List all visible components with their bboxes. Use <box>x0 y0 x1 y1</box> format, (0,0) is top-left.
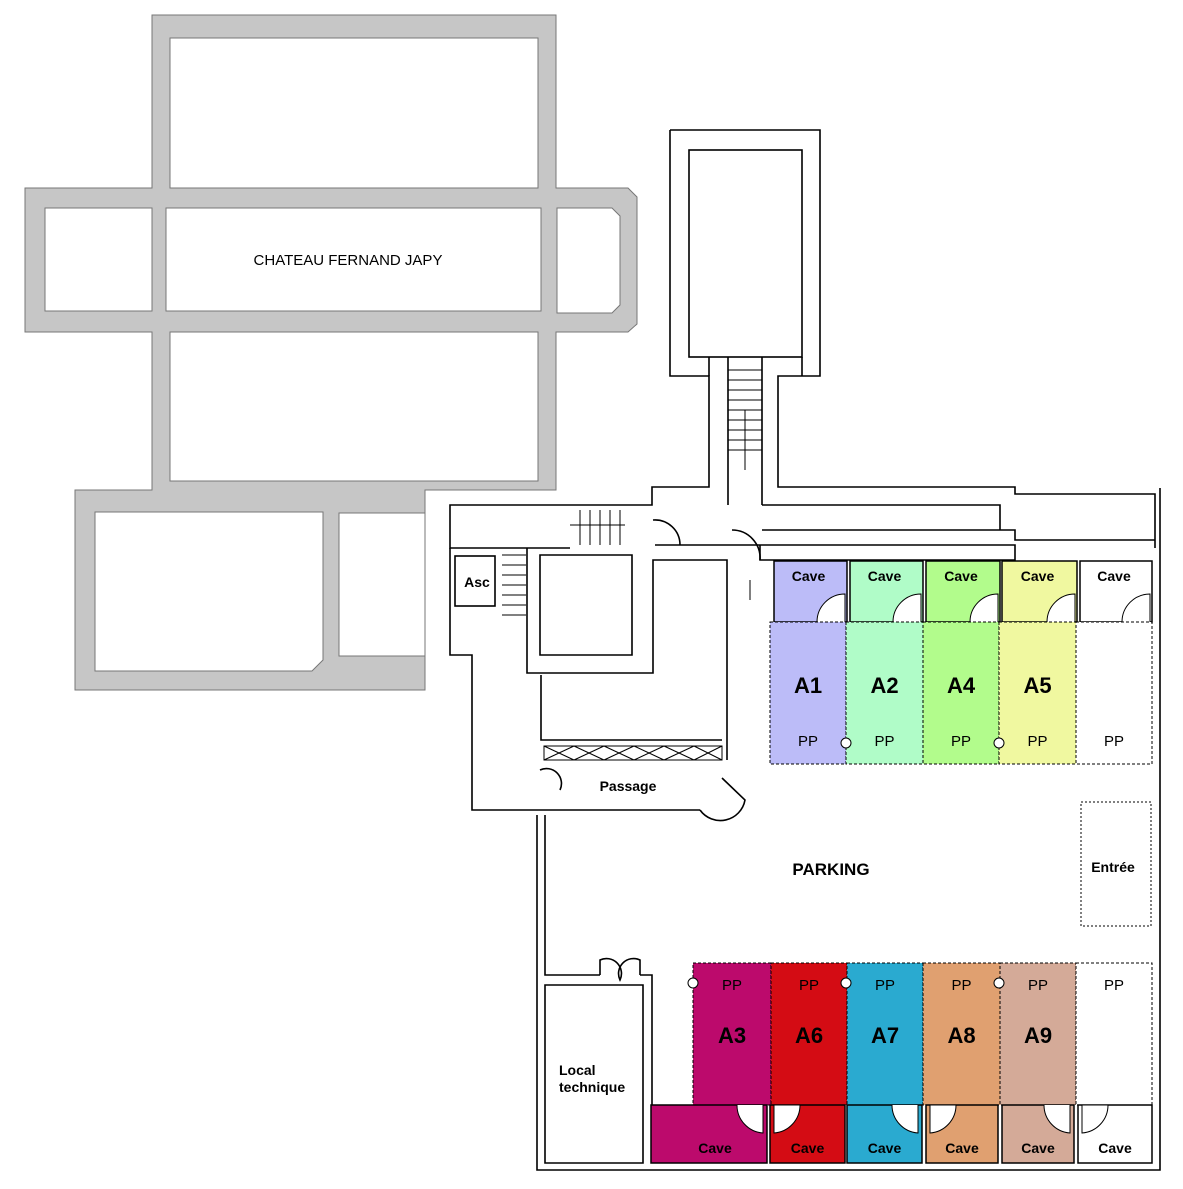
door-icon <box>773 1104 801 1134</box>
parking-slot-A1[interactable] <box>769 621 847 765</box>
cave-label: Cave <box>945 1140 979 1156</box>
cave-label: Cave <box>1097 568 1131 584</box>
passage-grille <box>543 745 723 761</box>
slot-label: A7 <box>871 1023 899 1048</box>
door-icon <box>892 593 922 623</box>
slot-label: A9 <box>1024 1023 1052 1048</box>
slot-label: A5 <box>1023 673 1051 698</box>
slot-label: A3 <box>718 1023 746 1048</box>
door-icon <box>816 593 846 623</box>
pp-label: PP <box>1027 733 1047 750</box>
cave-label: Cave <box>1021 568 1055 584</box>
door-icon <box>1081 1104 1109 1134</box>
cave-label: Cave <box>944 568 978 584</box>
cave-label: Cave <box>791 1140 825 1156</box>
stairs <box>502 369 762 616</box>
door-icon <box>736 1104 764 1134</box>
slot-label: A8 <box>947 1023 975 1048</box>
pp-label: PP <box>798 733 818 750</box>
cave-label: Cave <box>698 1140 732 1156</box>
pp-label: PP <box>799 977 819 994</box>
pillar-icon <box>840 737 852 749</box>
entrance-label: Entrée <box>1091 859 1135 875</box>
pillar-icon <box>993 737 1005 749</box>
cave-label: Cave <box>1098 1140 1132 1156</box>
pillar-icon <box>687 977 699 989</box>
pp-label: PP <box>722 977 742 994</box>
parking-label: PARKING <box>792 860 869 879</box>
tower: Asc Passage <box>449 129 1156 822</box>
door-icon <box>891 1104 919 1134</box>
pp-label: PP <box>1104 977 1124 994</box>
slot-label: A1 <box>794 673 822 698</box>
cave-label: Cave <box>868 1140 902 1156</box>
pp-label: PP <box>874 733 894 750</box>
passage-label: Passage <box>600 778 657 794</box>
parking-slot-A3[interactable] <box>692 962 772 1106</box>
door-icon <box>969 593 999 623</box>
pp-label: PP <box>951 733 971 750</box>
pillar-icon <box>993 977 1005 989</box>
elevator-label: Asc <box>464 574 490 590</box>
pillar-icon <box>840 977 852 989</box>
cave-label: Cave <box>792 568 826 584</box>
cave-label: Cave <box>868 568 902 584</box>
slot-label: A2 <box>870 673 898 698</box>
cave-bottom-4[interactable] <box>925 1104 999 1164</box>
parking-slot-A6[interactable] <box>770 962 848 1106</box>
slot-label: A4 <box>947 673 976 698</box>
slot-label: A6 <box>795 1023 823 1048</box>
door-icon <box>1043 1104 1071 1134</box>
door-icon <box>1121 593 1151 623</box>
pp-label: PP <box>875 977 895 994</box>
chateau: CHATEAU FERNAND JAPY <box>24 14 638 691</box>
parking-slot-free[interactable] <box>1075 621 1153 765</box>
pp-label: PP <box>951 977 971 994</box>
entrance-area[interactable] <box>1080 801 1152 927</box>
pp-label: PP <box>1104 733 1124 750</box>
parking: PARKING Entrée Local technique <box>536 488 1161 1171</box>
door-icon <box>1046 593 1076 623</box>
cave-label: Cave <box>1021 1140 1055 1156</box>
parking-slot-A4[interactable] <box>922 621 1000 765</box>
technical-room-label-line1: Local <box>559 1062 596 1078</box>
chateau-label: CHATEAU FERNAND JAPY <box>254 252 443 269</box>
pp-label: PP <box>1028 977 1048 994</box>
technical-room-label-line2: technique <box>559 1079 625 1095</box>
parking-slot-A5[interactable] <box>998 621 1077 765</box>
parking-slot-A2[interactable] <box>845 621 924 765</box>
door-icon <box>929 1104 957 1134</box>
